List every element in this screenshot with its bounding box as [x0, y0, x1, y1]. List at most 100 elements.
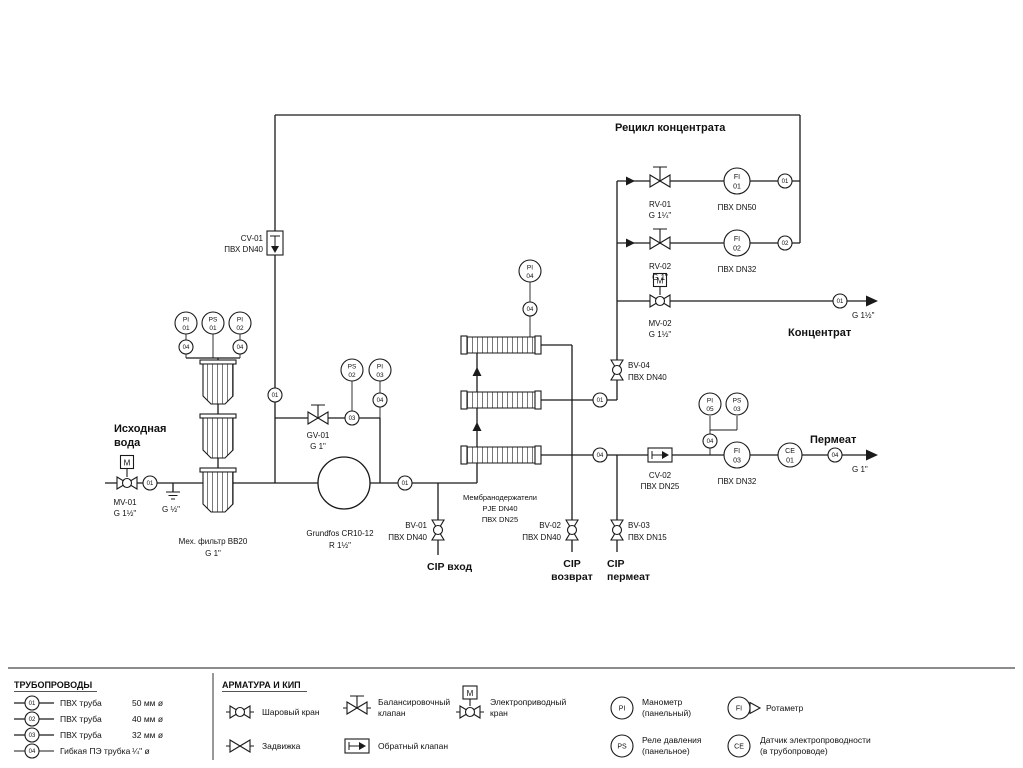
valve-gv01 [307, 404, 329, 425]
check-valve-arrow-line [348, 742, 360, 750]
valve-bv04 [610, 359, 624, 381]
tag-number: 04 [29, 749, 36, 755]
valve-bv01 [431, 519, 445, 541]
mv01-name: MV-01 [113, 498, 137, 507]
valve-cv02 [647, 447, 673, 463]
membrane-3-left-cap [460, 445, 468, 465]
legend-pipes-header: ТРУБОПРОВОДЫ [14, 680, 92, 690]
legend-ce: CE [727, 734, 751, 758]
instrument-letters: PS [209, 317, 218, 324]
legend-pi-label-line1: Манометр [642, 697, 683, 707]
cip-return-line2: возврат [551, 571, 593, 583]
instrument-letters: CE [785, 448, 795, 455]
bv01-size: ПВХ DN40 [388, 533, 427, 542]
legend-ball-valve [226, 705, 254, 719]
legend-pi: PI [610, 696, 634, 720]
bv02-size: ПВХ DN40 [522, 533, 561, 542]
bv03-size: ПВХ DN15 [628, 533, 667, 542]
membrane-label-line3: ПВХ DN25 [482, 515, 518, 524]
rv01-size: G 1¼" [649, 211, 672, 220]
legend-balancing-label-line1: Балансировочный [378, 697, 450, 707]
valve-body [565, 519, 579, 541]
legend-pipe-row-2: 02 ПВХ труба 40 мм ø [14, 711, 163, 727]
legend-check-valve [344, 738, 370, 754]
arrow-permeate-outlet [866, 449, 878, 461]
tag-number: 01 [597, 398, 604, 404]
legend-ce-label-line1: Датчик электропроводности [760, 735, 871, 745]
cip-permeate-line1: CIP [607, 558, 625, 570]
filter-label-line1: Мех. фильтр BB20 [179, 537, 248, 546]
cv02-name: CV-02 [649, 471, 672, 480]
concentrate-size: G 1½" [852, 311, 875, 320]
instrument-number: 05 [706, 406, 714, 413]
check-valve-arrow-line [651, 451, 663, 459]
instrument-letters: PI [527, 265, 533, 272]
instrument-letters: PI [707, 398, 713, 405]
membrane-1-left-cap [460, 335, 468, 355]
motor-box [119, 454, 135, 470]
rv01-name: RV-01 [649, 200, 672, 209]
motor-letter: M [657, 277, 664, 286]
tag-number: 03 [29, 733, 36, 739]
instrument-letters: FI [734, 236, 740, 243]
filter-label-line2: G 1" [205, 549, 221, 558]
membrane-1-right-cap [534, 335, 542, 355]
line-tag: 04 [178, 339, 194, 355]
valve-rv01 [649, 166, 671, 188]
line-tag: 02 [24, 711, 40, 727]
instrument-number: 02 [236, 325, 244, 332]
membrane-3-right-cap [534, 445, 542, 465]
line-tag: 01 [24, 695, 40, 711]
membrane-label-line1: Мембранодержатели [463, 493, 537, 502]
line-tag: 04 [702, 433, 718, 449]
motor-letter: M [467, 689, 474, 698]
bv04-size: ПВХ DN40 [628, 373, 667, 382]
drain-symbol [166, 491, 180, 500]
legend-pi-label-line2: (панельный) [642, 708, 691, 718]
arrow-up-module2 [472, 422, 482, 431]
membrane-module-2 [466, 391, 536, 409]
bv01-name: BV-01 [405, 521, 427, 530]
line-tag: 04 [522, 301, 538, 317]
legend-electric-label-line1: Электроприводный [490, 697, 566, 707]
rv02-size: G 1" [652, 273, 668, 282]
cv01-size: ПВХ DN40 [224, 245, 263, 254]
legend-ps: PS [610, 734, 634, 758]
valve-cv01 [266, 230, 284, 256]
valve-body [610, 519, 624, 541]
valve-body [649, 294, 671, 308]
diagram-labels: Рецикл концентрата Исходная вода Концент… [113, 122, 874, 583]
tag-number: 01 [402, 481, 409, 487]
tag-number: 04 [707, 439, 714, 445]
filter-assembly [199, 359, 237, 513]
instrument-letters: FI [734, 448, 740, 455]
membrane-module-1 [466, 336, 536, 354]
membrane-label-line2: PJE DN40 [482, 504, 517, 513]
line-tag: 02 [777, 235, 793, 251]
legend-fittings-header: АРМАТУРА И КИП [222, 680, 301, 690]
legend-pipe-size: 32 мм ø [132, 730, 163, 740]
balancing-valve-cap [350, 695, 364, 708]
legend-pi-symbol-text: PI [619, 706, 626, 713]
motor-box [652, 272, 668, 288]
valve-bv03 [610, 519, 624, 541]
legend-pipe-name: ПВХ труба [60, 698, 102, 708]
instrument-number: 01 [733, 184, 741, 191]
legend-check-valve-label: Обратный клапан [378, 741, 448, 751]
instrument-number: 01 [182, 325, 190, 332]
legend-ps-label-line2: (панельное) [642, 746, 690, 756]
tag-number: 04 [237, 345, 244, 351]
cip-in-label: CIP вход [427, 561, 473, 573]
valve-body [431, 519, 445, 541]
valve-bv02 [565, 519, 579, 541]
tag-number: 01 [147, 481, 154, 487]
cip-return-line1: CIP [563, 558, 581, 570]
filter-flange-1 [199, 359, 237, 365]
check-valve-arrow-line [270, 235, 280, 247]
